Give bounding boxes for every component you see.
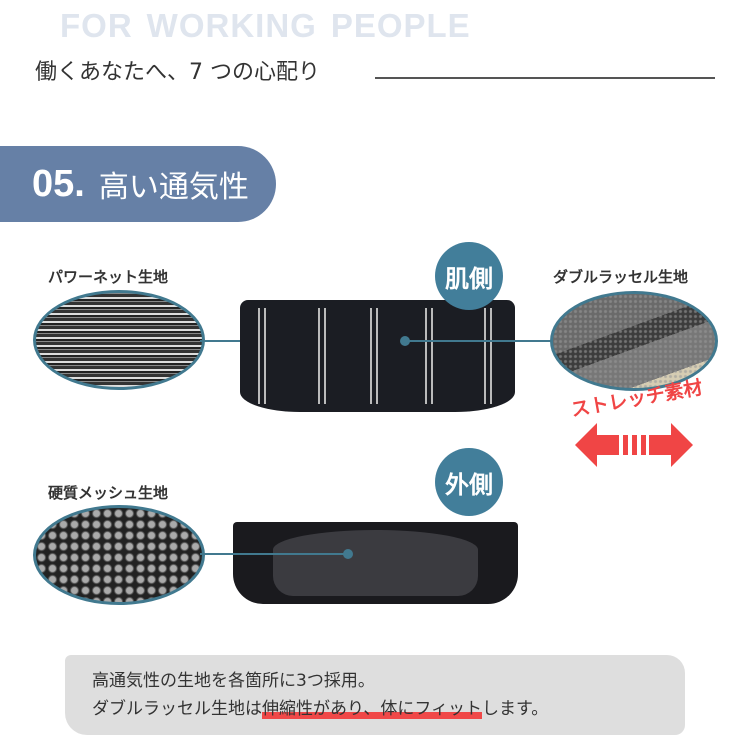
double-raschel-label: ダブルラッセル生地	[553, 268, 689, 286]
connector-dot	[343, 549, 353, 559]
connector-line	[200, 553, 348, 555]
watermark-line: PEOPLE	[330, 7, 471, 44]
description-background	[65, 655, 685, 735]
skin-side-badge: 肌側	[435, 242, 503, 310]
watermark: FOR WORKING PEOPLE	[60, 6, 471, 46]
description-line-1: 高通気性の生地を各箇所に3つ採用。	[92, 671, 375, 691]
belt-inner-image	[240, 300, 515, 412]
connector-line	[405, 340, 555, 342]
section-banner: 05. 高い通気性	[0, 146, 276, 222]
description-line-2: ダブルラッセル生地は伸縮性があり、体にフィットします。	[92, 695, 548, 723]
description-prefix: ダブルラッセル生地は	[92, 699, 262, 719]
description: 高通気性の生地を各箇所に3つ採用。 ダブルラッセル生地は伸縮性があり、体にフィッ…	[92, 667, 548, 723]
watermark-line: FOR	[60, 7, 133, 44]
section-number: 05.	[32, 162, 85, 205]
hard-mesh-image	[33, 505, 205, 605]
outer-side-badge: 外側	[435, 448, 503, 516]
section-title: 高い通気性	[98, 170, 249, 205]
watermark-line: WORKING	[146, 7, 317, 44]
belt-outer-image	[233, 522, 518, 604]
divider	[375, 77, 715, 79]
double-arrow-icon	[575, 423, 693, 467]
double-raschel-image	[550, 291, 718, 391]
description-suffix: します。	[481, 699, 549, 719]
hard-mesh-label: 硬質メッシュ生地	[48, 484, 169, 502]
power-net-label: パワーネット生地	[48, 268, 169, 286]
connector-dot	[400, 336, 410, 346]
tagline: 働くあなたへ、7 つの心配り	[35, 60, 320, 85]
power-net-image	[33, 290, 205, 390]
description-highlight: 伸縮性があり、体にフィット	[262, 699, 482, 719]
